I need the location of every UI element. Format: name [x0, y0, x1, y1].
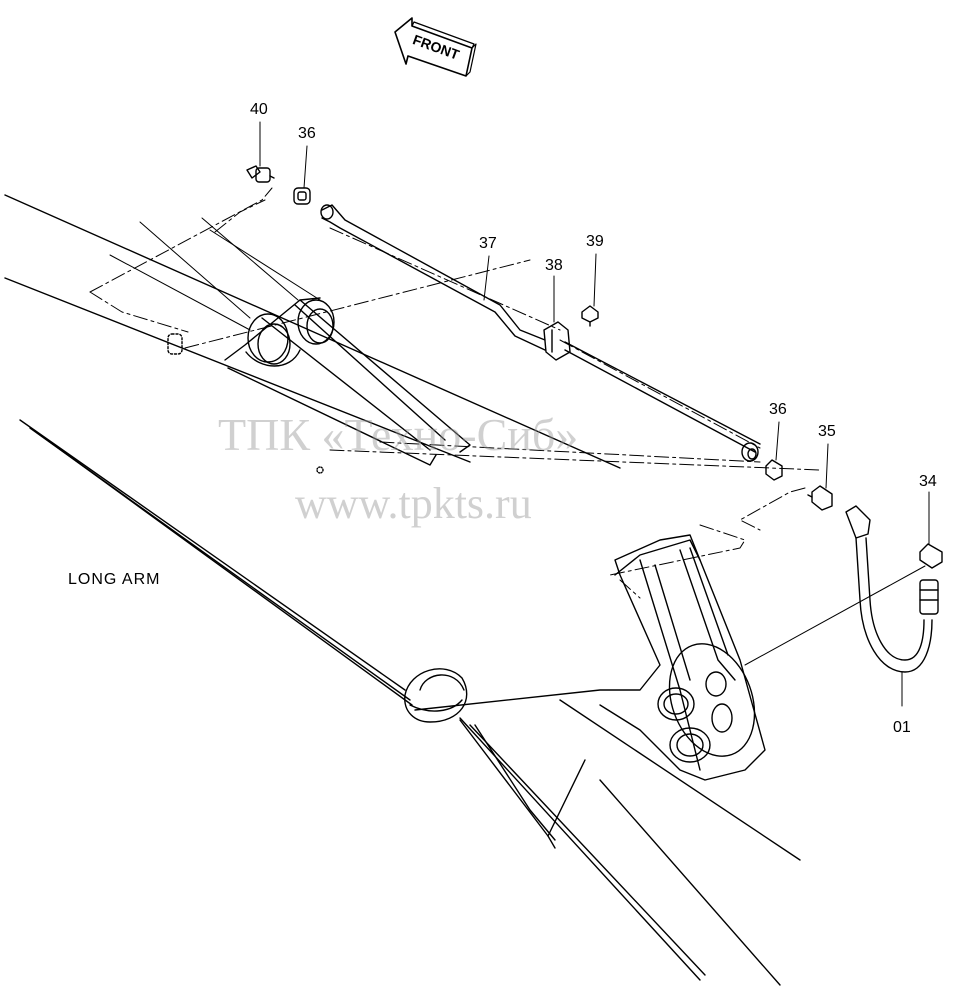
clamp-38 [543, 321, 571, 361]
arm-body [4, 194, 801, 986]
pulley-assembly [224, 297, 471, 466]
end-bracket [614, 539, 756, 771]
callout-38: 38 [545, 257, 563, 274]
callout-leaders [259, 121, 930, 707]
callout-35: 35 [818, 423, 836, 440]
pin-part [167, 333, 324, 474]
fitting-36-upper [293, 187, 311, 205]
watermark-line1: ТПК «Техно-Сиб» [218, 409, 579, 460]
grease-nipple-40 [246, 165, 275, 183]
adapter-35 [807, 485, 833, 511]
callout-36-upper: 36 [298, 125, 316, 142]
callout-40: 40 [250, 101, 268, 118]
section-label: LONG ARM [68, 571, 161, 588]
bolt-39 [581, 305, 599, 327]
pipe-37 [320, 204, 761, 462]
leader-lines [109, 217, 926, 666]
callout-36-lower: 36 [769, 401, 787, 418]
callout-34: 34 [919, 473, 937, 490]
callout-39: 39 [586, 233, 604, 250]
fitting-36-lower [765, 459, 783, 481]
centerlines [89, 187, 821, 599]
callout-37: 37 [479, 235, 497, 252]
front-arrow-icon [394, 17, 477, 77]
hose-01 [845, 505, 939, 673]
watermark-line2: www.tpkts.ru [295, 479, 532, 528]
callout-01: 01 [893, 719, 911, 736]
elbow-34 [919, 543, 943, 569]
